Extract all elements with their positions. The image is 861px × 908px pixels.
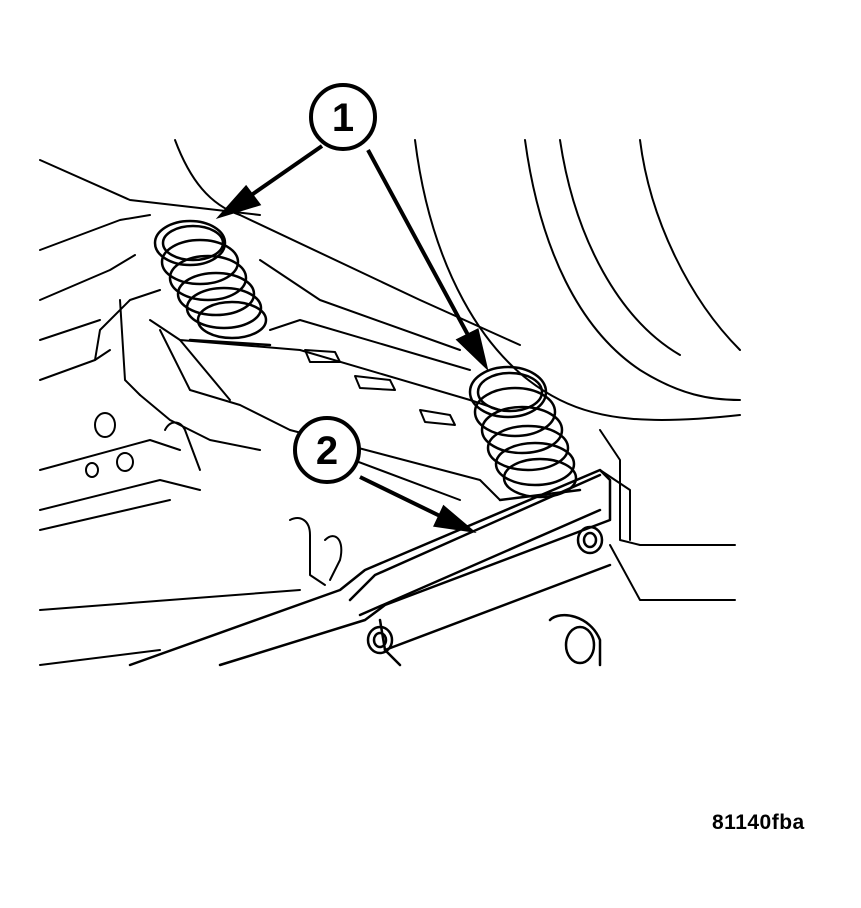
spring-right xyxy=(468,365,582,502)
callout-1-leaders xyxy=(215,144,489,372)
transmission-housing xyxy=(39,139,741,601)
callout-1: 1 xyxy=(309,83,377,151)
callout-2-leader xyxy=(359,475,477,533)
spring-left xyxy=(153,219,272,347)
callout-1-label: 1 xyxy=(332,96,354,140)
figure-id: 81140fba xyxy=(712,811,805,834)
left-bracket-structure xyxy=(39,214,343,666)
callout-2-label: 2 xyxy=(316,429,338,473)
callout-2: 2 xyxy=(293,416,361,484)
retainer-bar xyxy=(128,468,612,667)
